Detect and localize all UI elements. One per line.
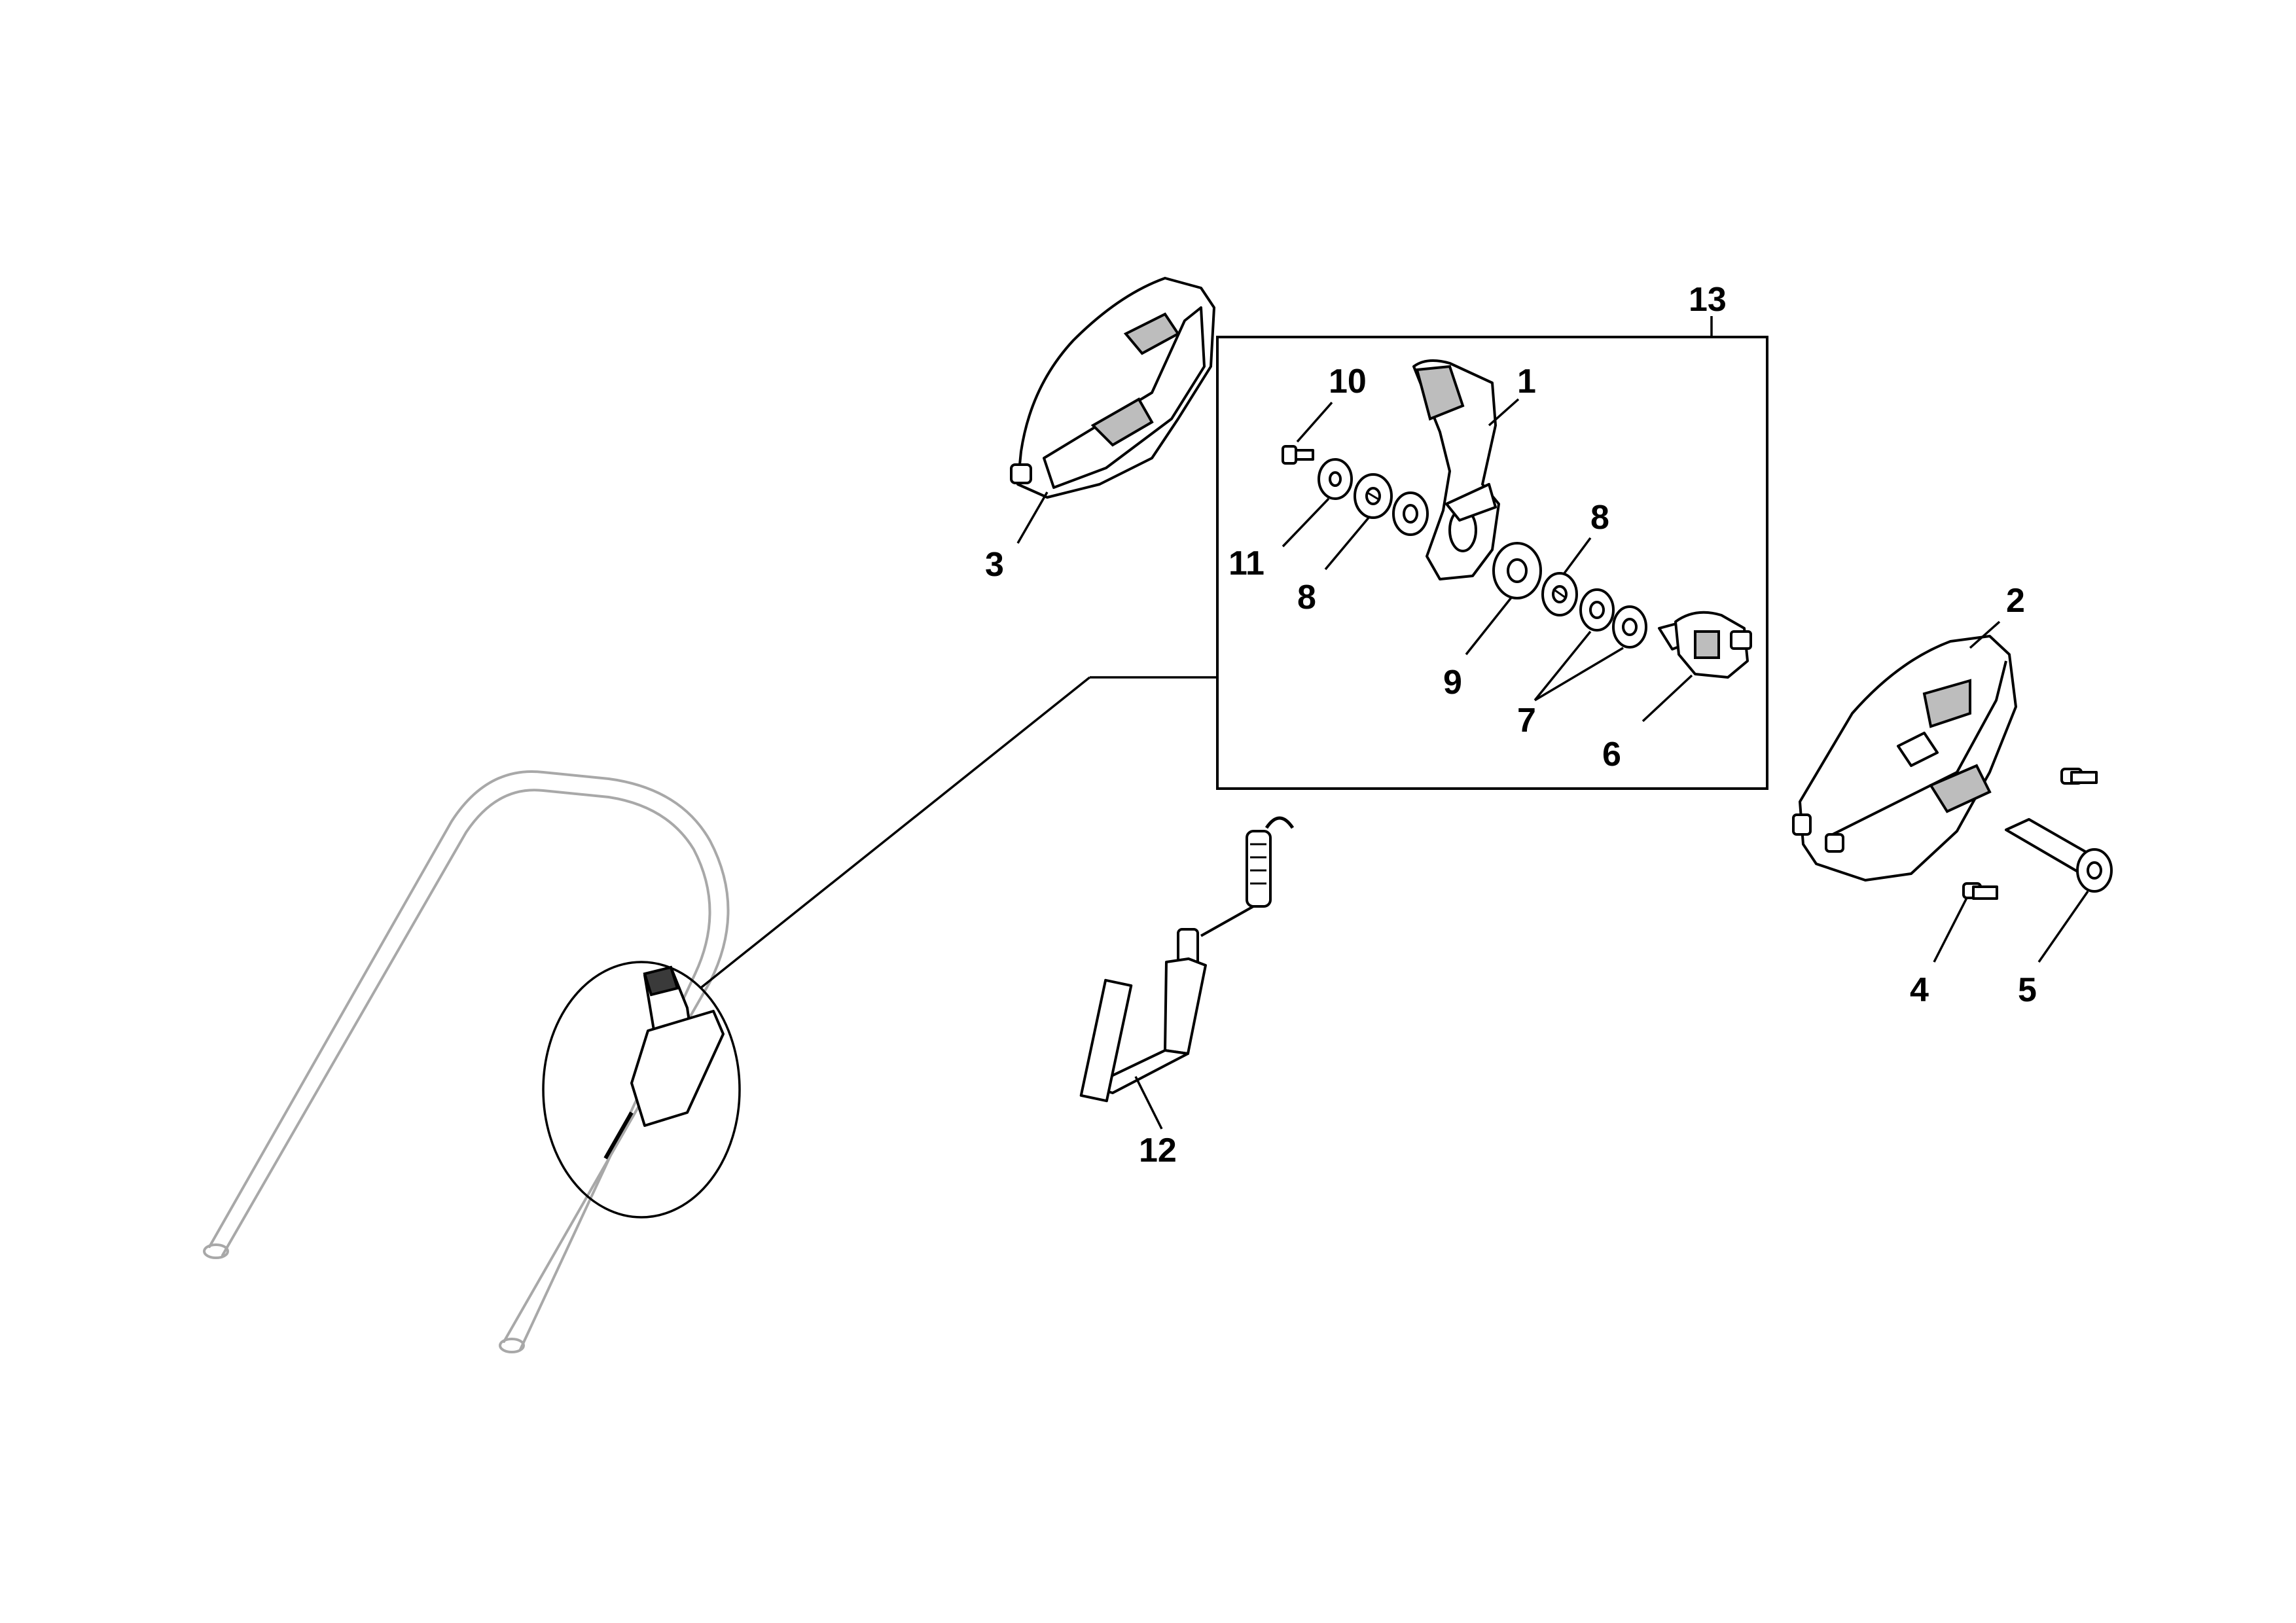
callout-2: 2 <box>2006 582 2025 620</box>
part-2-right-housing <box>1792 635 2017 882</box>
detail-leader <box>699 676 1091 990</box>
part-8-lock-washer-left <box>1354 473 1393 519</box>
callout-9: 9 <box>1443 664 1462 702</box>
part-10-screw <box>1282 445 1314 465</box>
screw-small-upper <box>2060 768 2098 785</box>
part-11-washer <box>1318 458 1353 500</box>
part-8-lock-washer-right <box>1541 572 1578 616</box>
callout-13: 13 <box>1689 281 1727 319</box>
callout-8-right: 8 <box>1590 499 1609 537</box>
callout-5: 5 <box>2018 971 2037 1009</box>
callout-11: 11 <box>1229 544 1265 582</box>
callout-3: 3 <box>985 546 1004 584</box>
callout-8-left: 8 <box>1297 579 1316 616</box>
callout-1: 1 <box>1517 363 1536 401</box>
handlebar-outline <box>203 770 730 1353</box>
callout-7: 7 <box>1517 702 1536 740</box>
callout-12: 12 <box>1139 1132 1177 1169</box>
part-1-lever <box>1412 359 1500 580</box>
part-13-assembly-box <box>1216 336 1768 790</box>
part-7-washers <box>1579 588 1647 649</box>
part-4-screw <box>1962 882 1998 900</box>
callout-4: 4 <box>1910 971 1929 1009</box>
part-9-washer <box>1492 542 1542 599</box>
part-3-left-housing <box>1010 277 1215 499</box>
part-12-cable <box>1079 816 1295 1103</box>
detail-magnifier <box>542 961 741 1219</box>
part-5-pin <box>2005 818 2113 893</box>
callout-10: 10 <box>1329 363 1367 401</box>
callout-6: 6 <box>1602 736 1621 774</box>
part-6-cam <box>1658 611 1752 679</box>
washer-small <box>1392 491 1429 536</box>
